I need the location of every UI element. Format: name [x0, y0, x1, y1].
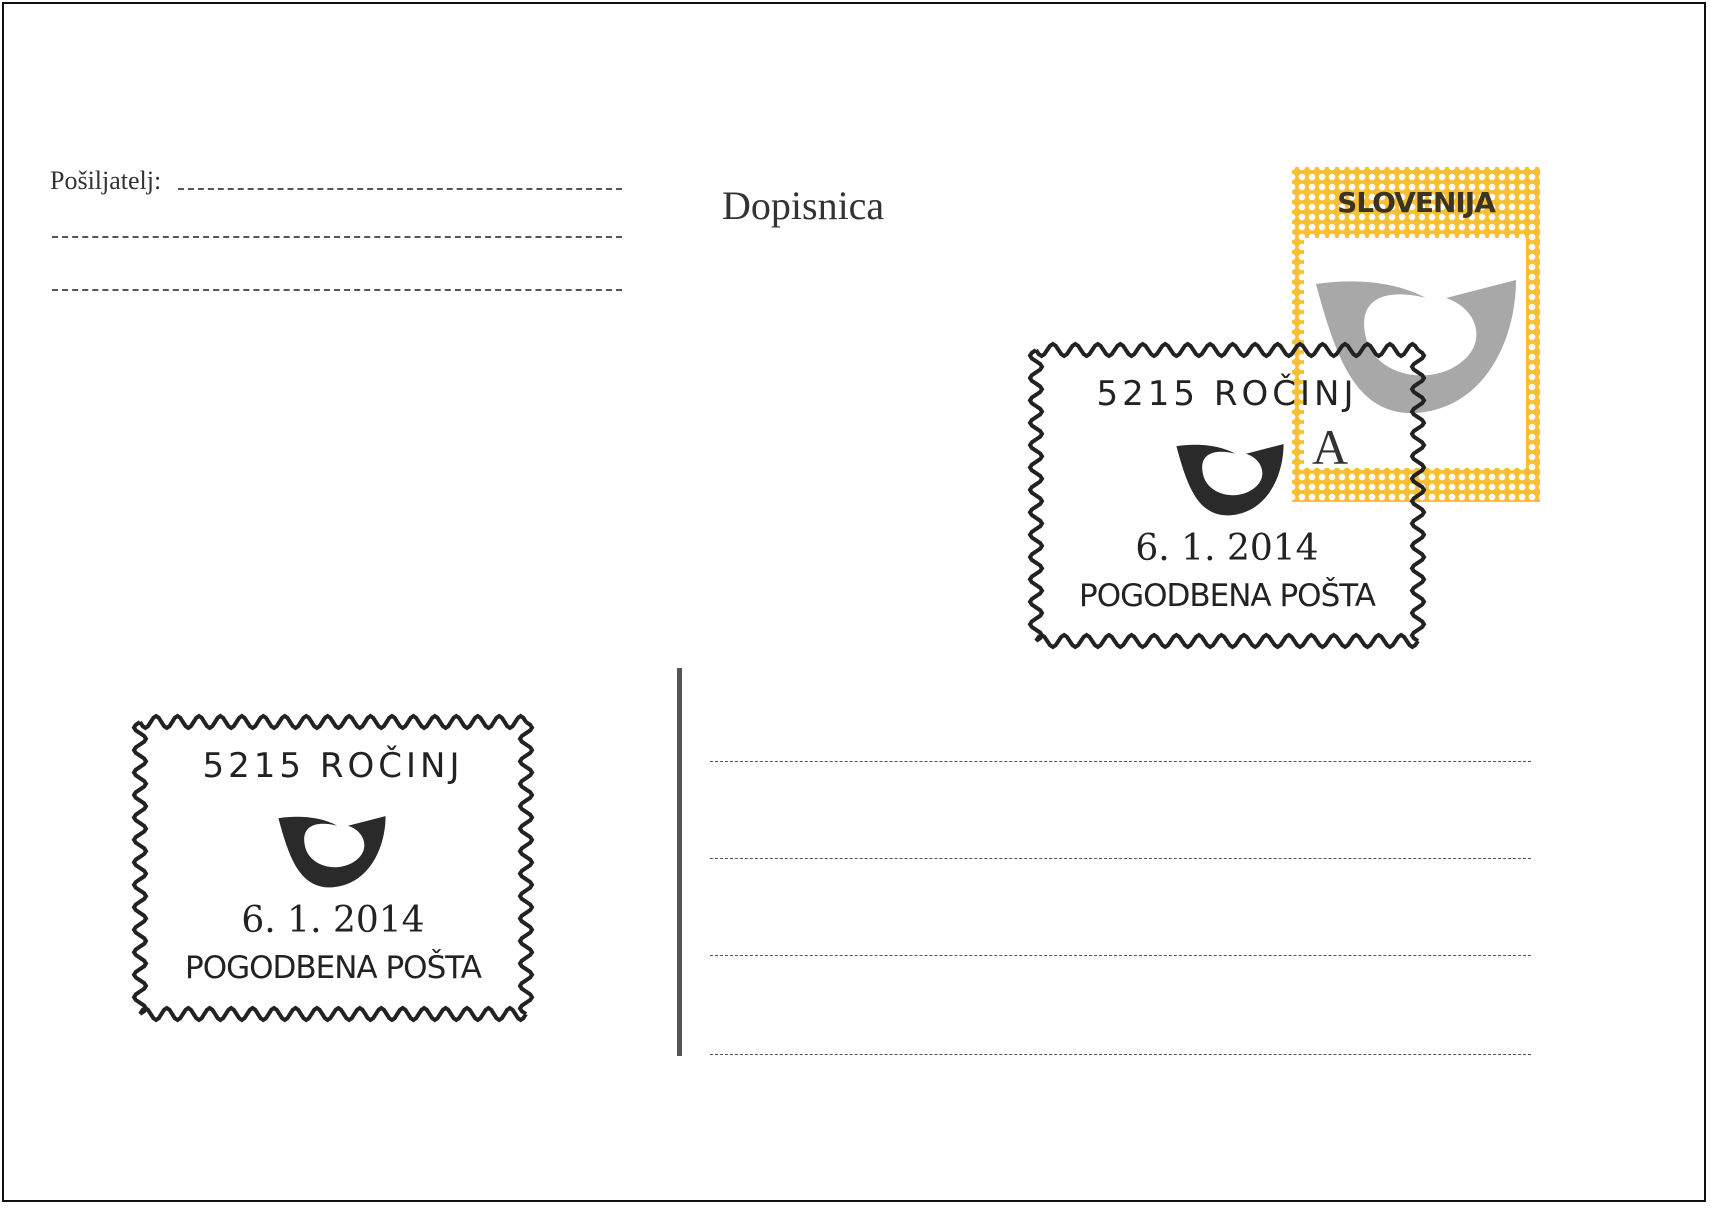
postmark-town: 5215 ROČINJ: [202, 746, 464, 786]
address-line-2: [710, 858, 1531, 859]
postmark-border: [1027, 341, 1427, 650]
post-horn-icon: [278, 816, 386, 888]
wavy-border-path: [131, 713, 535, 1023]
wavy-border-path: [1027, 341, 1427, 650]
postmark-top: 5215 ROČINJ 6. 1. 2014 POGODBENA POŠTA: [1024, 338, 1430, 653]
sender-line-1: [178, 188, 622, 190]
postmark-office: POGODBENA POŠTA: [185, 950, 482, 986]
postmark-bottom: 5215 ROČINJ 6. 1. 2014 POGODBENA POŠTA: [128, 710, 538, 1026]
postmark-office: POGODBENA POŠTA: [1079, 578, 1376, 614]
stamp-value: A: [1312, 419, 1349, 475]
postmark-town: 5215 ROČINJ: [1096, 374, 1358, 414]
sender-line-2: [52, 236, 622, 238]
address-line-3: [710, 955, 1531, 956]
stamp-post-horn-icon: [1316, 280, 1516, 414]
postmark-date: 6. 1. 2014: [241, 900, 425, 941]
stamp-country: SLOVENIJA: [1337, 186, 1496, 219]
sender-label: Pošiljatelj:: [50, 166, 162, 195]
postmark-date: 6. 1. 2014: [1135, 528, 1319, 569]
postmark-border: [131, 713, 535, 1023]
address-line-1: [710, 761, 1531, 762]
sender-line-3: [52, 289, 622, 291]
address-line-4: [710, 1054, 1531, 1055]
card-title: Dopisnica: [722, 183, 885, 228]
address-divider: [677, 668, 682, 1056]
post-horn-icon: [1176, 444, 1284, 516]
